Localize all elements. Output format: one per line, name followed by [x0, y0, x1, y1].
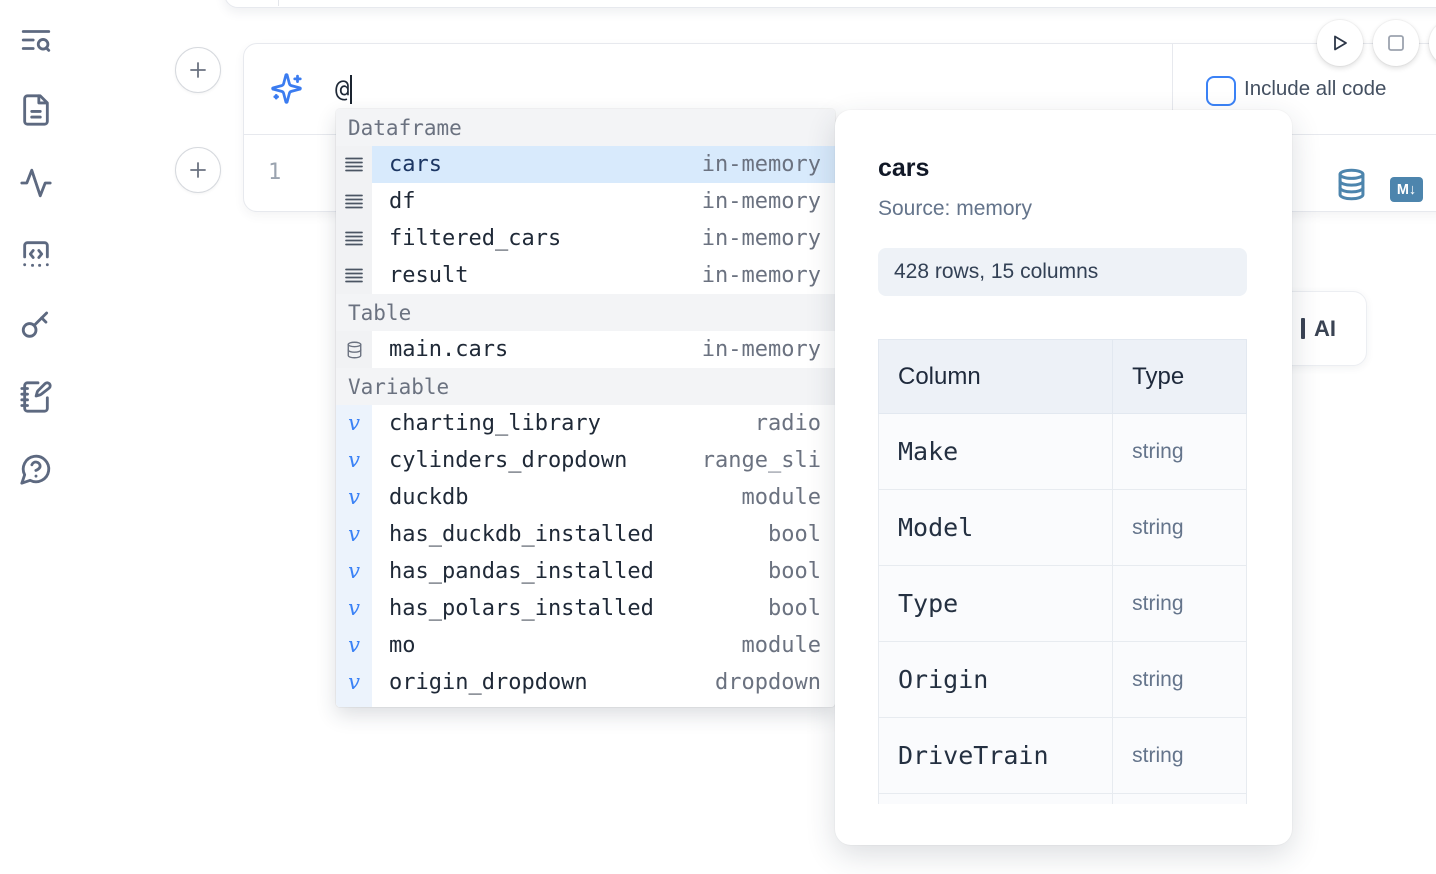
table-row: Model string [879, 490, 1247, 566]
plus-icon [189, 161, 207, 179]
autocomplete-item-main-cars[interactable]: main.cars in-memory [336, 331, 835, 368]
variable-icon: v [336, 627, 372, 664]
plus-icon [189, 61, 207, 79]
variable-icon: v [336, 664, 372, 701]
ai-prompt-input[interactable]: @ [335, 72, 352, 106]
variable-icon: v [336, 553, 372, 590]
add-cell-below-button[interactable] [175, 147, 221, 193]
run-cell-button[interactable] [1317, 20, 1363, 66]
stop-button[interactable] [1373, 20, 1419, 66]
type-header: Type [1113, 340, 1247, 414]
markdown-icon[interactable]: M↓ [1390, 177, 1423, 202]
autocomplete-item-has-duckdb-installed[interactable]: v has_duckdb_installed bool [336, 516, 835, 553]
text-caret [350, 75, 352, 104]
table-database-icon [336, 331, 372, 368]
variable-icon: v [336, 590, 372, 627]
preview-source: Source: memory [878, 197, 1247, 221]
autocomplete-item-df[interactable]: df in-memory [336, 183, 835, 220]
preview-shape-badge: 428 rows, 15 columns [878, 248, 1247, 296]
dataframe-preview-panel: cars Source: memory 428 rows, 15 columns… [835, 110, 1292, 845]
previous-cell-remnant [224, 0, 1436, 8]
section-header-dataframe: Dataframe [336, 109, 835, 146]
preview-table-container: Column Type Make string Model string Typ… [878, 339, 1247, 804]
file-text-icon[interactable] [19, 93, 53, 127]
table-row: Origin string [879, 642, 1247, 718]
preview-title: cars [878, 154, 1247, 183]
left-sidebar [0, 0, 72, 874]
line-number: 1 [268, 135, 281, 210]
code-snippets-icon[interactable] [19, 237, 53, 271]
variable-icon: v [336, 405, 372, 442]
add-cell-above-button[interactable] [175, 47, 221, 93]
autocomplete-item-result[interactable]: result in-memory [336, 257, 835, 294]
autocomplete-item-duckdb[interactable]: v duckdb module [336, 479, 835, 516]
table-row: Make string [879, 414, 1247, 490]
scratchpad-notebook-icon[interactable] [19, 380, 53, 414]
table-row: Type string [879, 566, 1247, 642]
sparkles-icon [270, 72, 303, 105]
autocomplete-item-charting-library[interactable]: v charting_library radio [336, 405, 835, 442]
dataframe-icon [336, 220, 372, 257]
autocomplete-item-cylinders-dropdown[interactable]: v cylinders_dropdown range_sli [336, 442, 835, 479]
variable-icon: v [336, 516, 372, 553]
dataframe-icon [336, 183, 372, 220]
previous-cell-divider [278, 0, 279, 6]
variable-icon: v [336, 442, 372, 479]
clipped-letter [1301, 318, 1305, 339]
autocomplete-item-origin-dropdown[interactable]: v origin_dropdown dropdown [336, 664, 835, 701]
activity-icon[interactable] [19, 166, 53, 200]
square-icon [1387, 34, 1405, 52]
dataframe-icon [336, 146, 372, 183]
variable-icon: v [336, 701, 372, 707]
dataframe-icon [336, 257, 372, 294]
autocomplete-dropdown: Dataframe cars in-memory df in-memory fi… [336, 109, 835, 707]
table-row-partial [879, 794, 1247, 805]
autocomplete-item-cars[interactable]: cars in-memory [336, 146, 835, 183]
variable-icon: v [336, 479, 372, 516]
section-header-table: Table [336, 294, 835, 331]
database-icon[interactable] [1336, 168, 1367, 201]
include-all-code-checkbox[interactable] [1206, 76, 1236, 106]
autocomplete-item-filtered-cars[interactable]: filtered_cars in-memory [336, 220, 835, 257]
autocomplete-item-mo[interactable]: v mo module [336, 627, 835, 664]
help-chat-icon[interactable] [19, 452, 53, 486]
play-icon [1330, 33, 1350, 53]
table-row: DriveTrain string [879, 718, 1247, 794]
secrets-key-icon[interactable] [19, 308, 53, 342]
autocomplete-item-pd[interactable]: v pd module [336, 701, 835, 707]
autocomplete-item-has-polars-installed[interactable]: v has_polars_installed bool [336, 590, 835, 627]
autocomplete-item-has-pandas-installed[interactable]: v has_pandas_installed bool [336, 553, 835, 590]
section-header-variable: Variable [336, 368, 835, 405]
list-search-icon[interactable] [19, 23, 53, 57]
column-header: Column [879, 340, 1113, 414]
schema-table: Column Type Make string Model string Typ… [878, 339, 1247, 804]
